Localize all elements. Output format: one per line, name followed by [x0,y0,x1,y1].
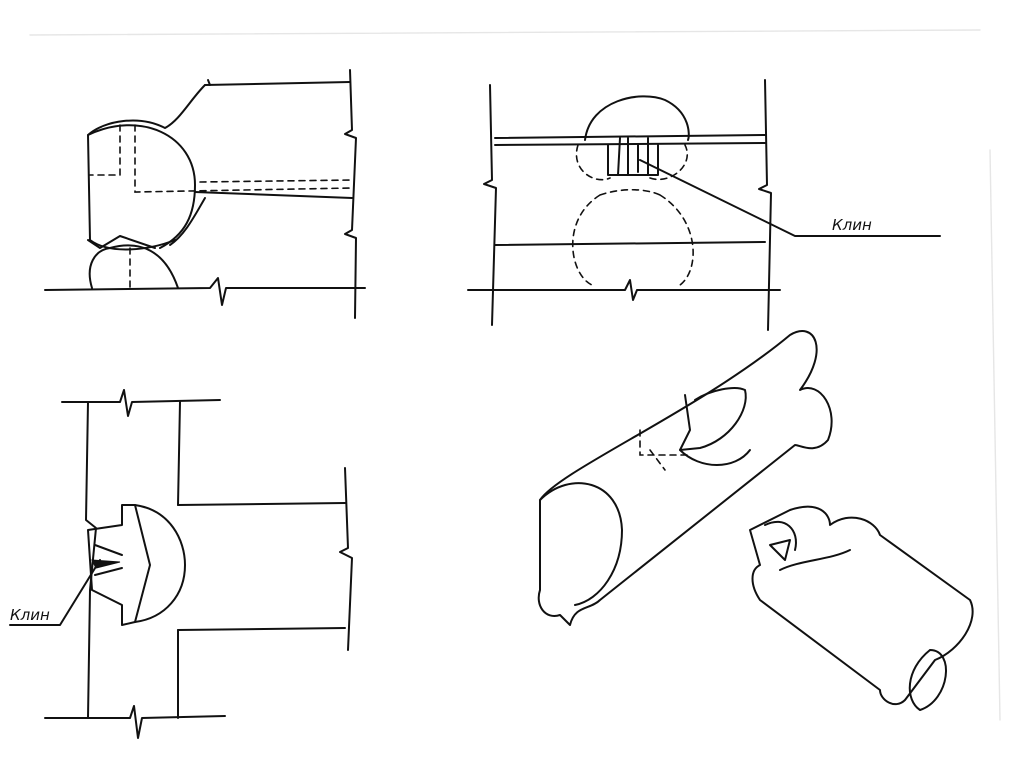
hidden-line-1 [89,124,121,176]
view-front: Клин [467,79,941,331]
log-2-body [749,505,974,706]
beam-top [177,502,346,506]
dovetail-tenon [87,504,186,626]
top-edge [204,81,351,86]
wedge-label-top: Клин [832,216,872,234]
notch [87,235,156,249]
beam-top-line-2 [494,142,766,146]
right-log-edge [177,401,181,719]
hidden-line-3 [199,179,353,183]
hidden-line-2 [134,124,353,193]
hidden-circle-top [575,144,688,181]
view-plan: Клин [9,389,353,739]
wedge-label-plan: Клин [10,606,50,624]
wedge-leader-2 [9,559,101,626]
upper-log-outline [87,84,206,251]
hidden-circle-bottom [571,188,694,286]
tenon-inner [134,504,151,623]
log-2-curve [779,549,851,571]
sheet-border [29,29,1001,721]
log-1-body [537,330,833,626]
beam-bottom [177,627,346,631]
base-line [44,277,366,306]
log-1-hidden [639,429,691,471]
top-break-line [61,389,221,417]
log-2-notch [764,520,797,561]
log-1-end [539,482,623,606]
beam-bottom-line [194,191,353,199]
wedge-leader [639,159,941,237]
beam-curve [169,197,206,246]
log-2-end [908,649,947,711]
lower-log [88,244,179,289]
wedge-box [607,144,659,176]
wedge-lines [617,137,649,176]
right-break-line [758,79,772,331]
top-circle [584,95,690,141]
view-isometric [537,330,974,711]
beam-break-line [339,467,353,651]
base-line-2 [467,279,781,301]
break-line-right [344,69,357,319]
beam-bottom-line-2 [494,241,766,246]
left-break-line [483,84,497,326]
log-1-notch [679,387,747,451]
view-side-section [44,69,366,319]
wedge-edges [94,544,123,576]
log-1-notch-curve [679,449,751,466]
beam-top-line-1 [494,134,766,139]
tick [207,79,211,86]
log-end-circle [87,124,196,249]
bottom-break-line [44,705,226,739]
